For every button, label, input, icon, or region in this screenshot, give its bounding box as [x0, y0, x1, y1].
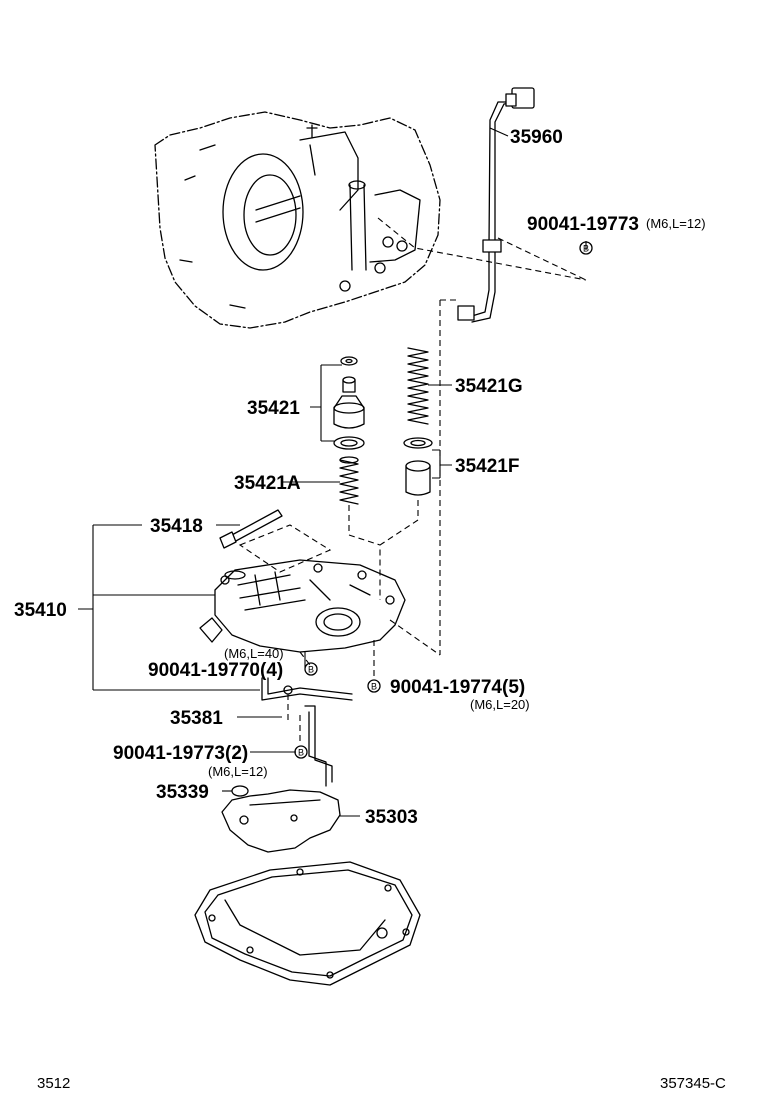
label-35303: 35303: [365, 807, 418, 828]
label-35410: 35410: [14, 600, 67, 621]
label-35339: 35339: [156, 782, 209, 803]
footer-page-code: 3512: [37, 1075, 70, 1092]
dashed-guides: [238, 217, 587, 745]
oil-pan: [194, 861, 421, 986]
label-35421: 35421: [247, 398, 300, 419]
label-35421f: 35421F: [455, 456, 519, 477]
label-35960: 35960: [510, 127, 563, 148]
label-35418: 35418: [150, 516, 203, 537]
label-90041-19770-spec: (M6,L=40): [224, 646, 284, 661]
marker-b-3-text: B: [371, 682, 377, 692]
label-35421g: 35421G: [455, 376, 523, 397]
marker-b-2-text: B: [308, 665, 314, 675]
b-markers: B B B B: [294, 241, 593, 759]
marker-b-2: [304, 662, 318, 676]
pipe-35381: [261, 677, 353, 787]
wire-harness: [457, 87, 535, 323]
label-35381: 35381: [170, 708, 223, 729]
label-90041-19773-b-spec: (M6,L=12): [208, 764, 268, 779]
piston-35421f: [405, 460, 431, 496]
label-90041-19773-a: 90041-19773: [527, 214, 639, 235]
label-90041-19774-spec: (M6,L=20): [470, 697, 530, 712]
bolt-35418: [219, 509, 283, 549]
valve-body-35410: [199, 559, 406, 653]
label-35421a: 35421A: [234, 473, 301, 494]
label-90041-19770: 90041-19770(4): [148, 660, 283, 681]
marker-b-1-text: B: [583, 244, 589, 254]
oil-strainer-35303: [221, 789, 341, 853]
transmission-case: [154, 111, 441, 329]
marker-b-4-text: B: [298, 748, 304, 758]
label-90041-19773-a-spec: (M6,L=12): [646, 216, 706, 231]
spring-35421g: [403, 347, 433, 449]
footer: 3512 357345-C: [37, 1075, 726, 1092]
label-90041-19774: 90041-19774(5): [390, 677, 525, 698]
marker-b-3: [367, 679, 381, 693]
leader-lines: [78, 127, 587, 817]
accumulator-35421: [333, 356, 365, 450]
o-ring-35339: [231, 785, 249, 797]
marker-b-4: [294, 745, 308, 759]
part-labels: 35960 90041-19773 (M6,L=12) 35421G 35421…: [14, 127, 706, 828]
label-90041-19773-b: 90041-19773(2): [113, 743, 248, 764]
footer-figure-code: 357345-C: [660, 1075, 726, 1092]
marker-b-1: [579, 241, 593, 255]
spring-35421a: [339, 456, 359, 505]
